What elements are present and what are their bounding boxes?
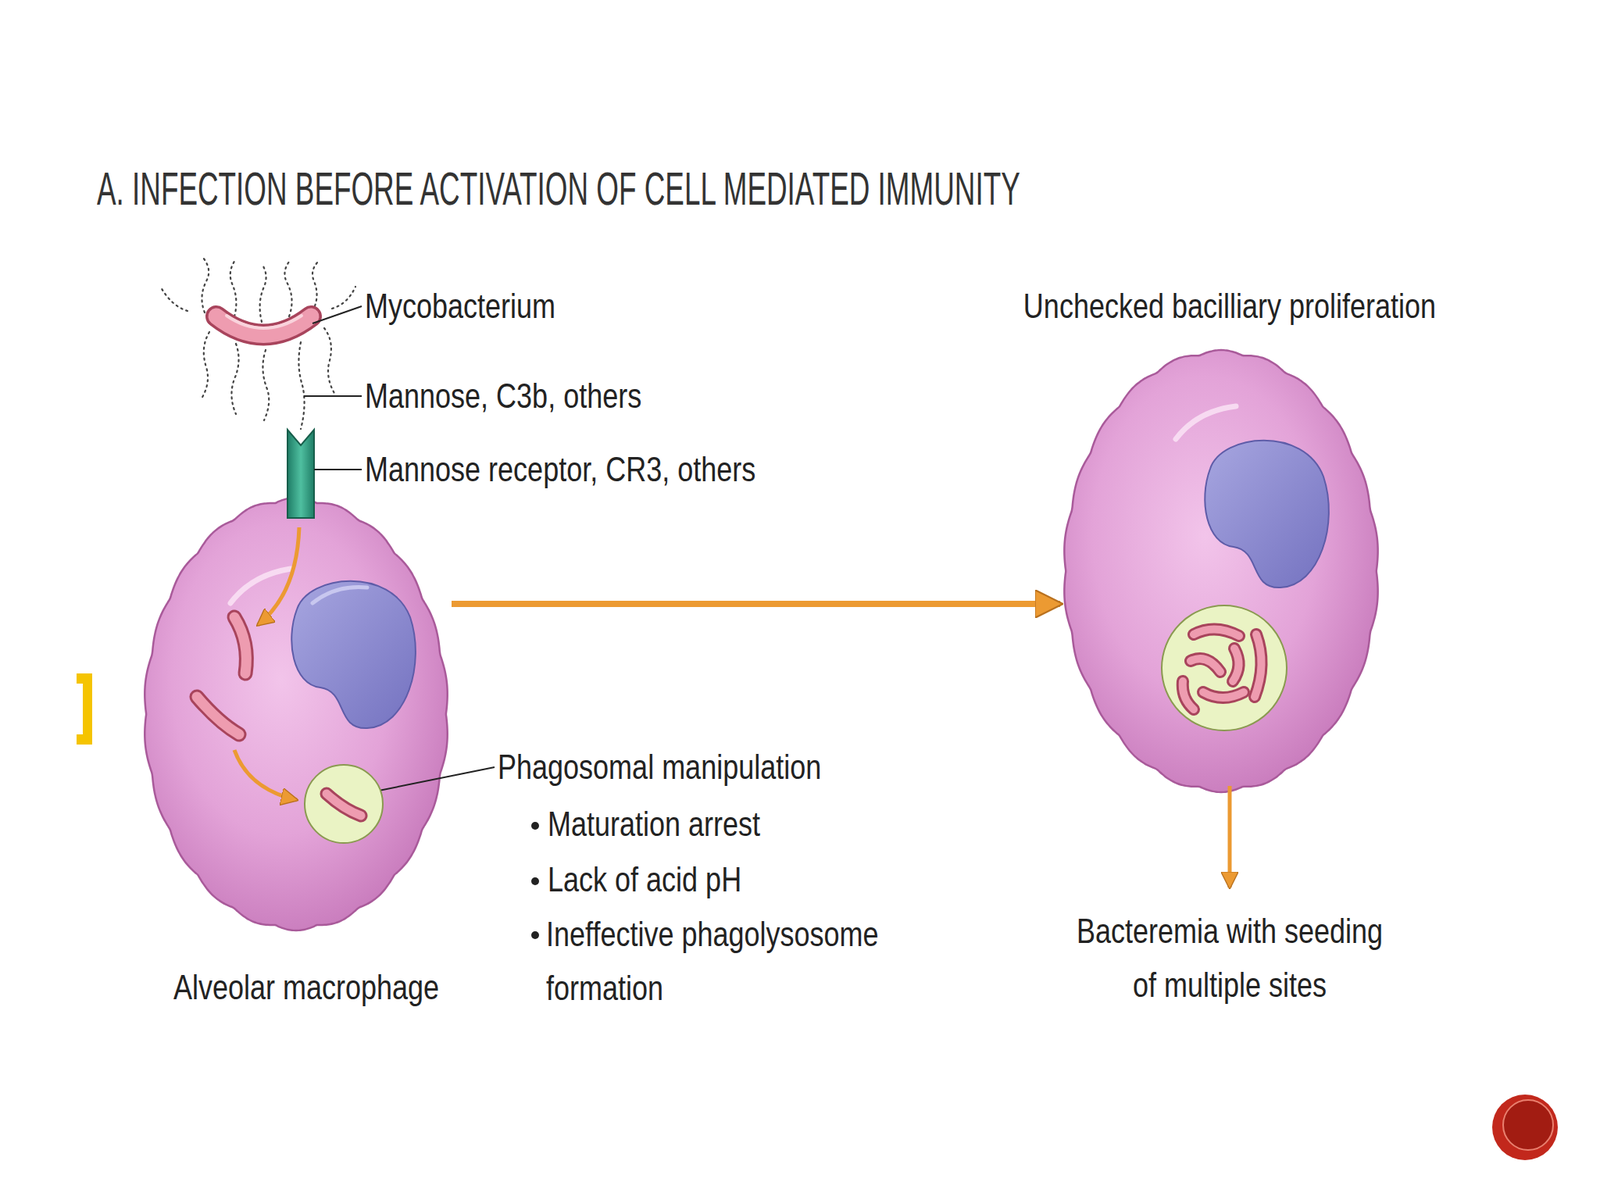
rod-outline bbox=[1190, 658, 1221, 672]
logo-circle bbox=[1492, 1094, 1558, 1161]
rod-outline bbox=[196, 696, 240, 735]
pilus bbox=[312, 260, 319, 311]
leader-line bbox=[371, 767, 495, 793]
figure-title: A. INFECTION BEFORE ACTIVATION OF CELL M… bbox=[96, 161, 1021, 217]
rod-body bbox=[216, 316, 311, 336]
rod-body bbox=[326, 793, 361, 816]
logo-inner bbox=[1503, 1100, 1554, 1150]
pilus bbox=[201, 332, 210, 399]
rod-outline bbox=[216, 316, 311, 336]
annotation-label: Ineffective phagolysosome formation bbox=[546, 907, 897, 1015]
pilus bbox=[284, 261, 292, 317]
cell-highlight bbox=[1175, 406, 1236, 440]
cell-outline bbox=[140, 494, 452, 934]
bullet bbox=[531, 877, 540, 886]
macrophage-cell: Alveolar macrophage bbox=[140, 494, 452, 934]
rod-body bbox=[1254, 634, 1262, 697]
phagosome bbox=[1161, 605, 1287, 731]
rod-body bbox=[1182, 681, 1194, 710]
pilus bbox=[201, 257, 209, 313]
annotation-label: Bacteremia with seeding of multiple site… bbox=[1067, 903, 1393, 1012]
bacilli bbox=[196, 617, 247, 735]
rod-outline bbox=[1203, 692, 1244, 698]
rod-outline bbox=[1193, 628, 1240, 636]
nucleus bbox=[1204, 440, 1329, 588]
pilus bbox=[332, 286, 356, 309]
rod-body bbox=[1190, 658, 1221, 672]
left-cell-interior bbox=[196, 527, 416, 843]
macrophage-cell: Unchecked bacilliary proliferation bbox=[1060, 346, 1383, 796]
nucleus-highlight bbox=[312, 586, 368, 604]
mannose-receptor bbox=[287, 429, 315, 518]
logo-outer bbox=[1492, 1094, 1558, 1161]
side-bracket bbox=[76, 673, 93, 745]
cell-membrane bbox=[1064, 350, 1378, 793]
mannose-ligand bbox=[298, 342, 304, 429]
pilus bbox=[262, 350, 269, 421]
rod-outline bbox=[326, 793, 361, 816]
rod-outline bbox=[1182, 681, 1194, 710]
leader-line bbox=[314, 468, 362, 471]
pilus bbox=[260, 264, 267, 322]
rod-body bbox=[1193, 628, 1240, 636]
annotation-label: Mannose, C3b, others bbox=[364, 375, 642, 418]
progression-arrow bbox=[451, 600, 1061, 608]
rod-body bbox=[234, 617, 247, 674]
bullet bbox=[531, 931, 540, 940]
pilus bbox=[324, 328, 336, 395]
bullets bbox=[531, 821, 540, 940]
pilus bbox=[160, 287, 188, 311]
annotation-label: Mannose receptor, CR3, others bbox=[364, 448, 756, 491]
annotation-label: Mycobacterium bbox=[364, 285, 556, 328]
annotation-label: Lack of acid pH bbox=[547, 858, 742, 901]
leader-lines bbox=[303, 306, 495, 793]
pilus bbox=[231, 343, 239, 415]
phagosome bbox=[304, 764, 383, 843]
cell-membrane bbox=[144, 497, 447, 931]
rod-body bbox=[1232, 648, 1240, 682]
rod-outline bbox=[1254, 634, 1262, 697]
annotation-label: Maturation arrest bbox=[547, 803, 761, 846]
pili bbox=[160, 257, 356, 429]
uptake-arrow bbox=[234, 750, 297, 800]
uptake-arrow bbox=[257, 527, 300, 625]
cell-label: Alveolar macrophage bbox=[150, 966, 463, 1009]
bullet bbox=[531, 821, 540, 830]
cell-label: Unchecked bacilliary proliferation bbox=[1010, 285, 1449, 328]
cell-outline bbox=[1060, 346, 1383, 796]
spread-arrow bbox=[1228, 785, 1233, 888]
rod-body bbox=[1203, 692, 1244, 698]
mycobacterium-rod bbox=[216, 315, 311, 336]
rod-highlight bbox=[226, 315, 302, 329]
right-cell-interior bbox=[1161, 406, 1329, 888]
rod-outline bbox=[1232, 648, 1240, 682]
pilus bbox=[230, 260, 237, 317]
leader-line bbox=[312, 306, 362, 324]
cell-highlight bbox=[230, 568, 291, 604]
connectors bbox=[451, 603, 1061, 605]
rod-outline bbox=[234, 617, 247, 674]
annotation-label: Phagosomal manipulation bbox=[497, 746, 822, 789]
bacilli bbox=[1182, 628, 1262, 710]
rod-body bbox=[196, 696, 240, 735]
nucleus bbox=[291, 581, 416, 729]
leader-line bbox=[303, 395, 362, 397]
